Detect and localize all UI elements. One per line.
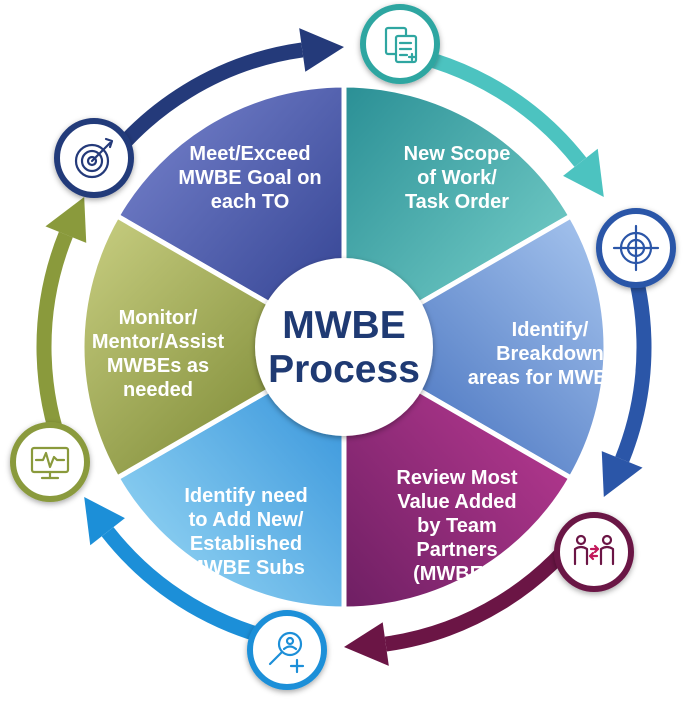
target-with-dart-icon-badge <box>54 118 134 198</box>
arrow-to-monitor-head <box>84 497 125 546</box>
arrow-to-review-value-head <box>601 451 643 497</box>
center-title: MWBE Process <box>258 288 430 408</box>
monitor-pulse-icon <box>30 446 70 480</box>
crosshair-icon-badge <box>596 208 676 288</box>
segment-identify-breakdown <box>338 212 609 482</box>
label-review-value: Review Most Value Added by Team Partners… <box>396 467 518 585</box>
label-identify-need: Identify need to Add New/ Established MW… <box>184 485 308 579</box>
center-title-line2: Process <box>268 348 420 391</box>
center-title-line1: MWBE <box>282 304 406 347</box>
clipboard-documents-icon <box>384 26 418 64</box>
arrow-to-meet-exceed-head <box>45 197 87 243</box>
segment-monitor-mentor <box>79 212 350 482</box>
crosshair-icon <box>612 224 660 272</box>
label-meet-exceed: Meet/Exceed MWBE Goal on each TO <box>178 143 322 213</box>
people-exchange-icon-badge <box>554 512 634 592</box>
target-with-dart-icon <box>74 137 114 179</box>
monitor-pulse-icon-badge <box>10 422 90 502</box>
icon-ring <box>10 422 90 502</box>
center-circle <box>255 258 433 436</box>
search-add-person-icon-badge <box>247 610 327 690</box>
arrow-to-identify-need-head <box>344 622 389 666</box>
clipboard-documents-icon-badge <box>360 4 440 84</box>
arrow-to-identify-breakdown-head <box>563 148 604 197</box>
label-monitor-mentor: Monitor/ Mentor/Assist MWBEs as needed <box>91 307 225 401</box>
search-add-person-icon <box>268 631 305 674</box>
people-exchange-icon <box>573 534 615 566</box>
arrow-to-new-scope-head <box>299 28 344 72</box>
label-identify-breakdown: Identify/ Breakdown areas for MWBEs <box>467 319 633 389</box>
label-new-scope: New Scope of Work/ Task Order <box>403 143 511 213</box>
icon-ring <box>247 610 327 690</box>
